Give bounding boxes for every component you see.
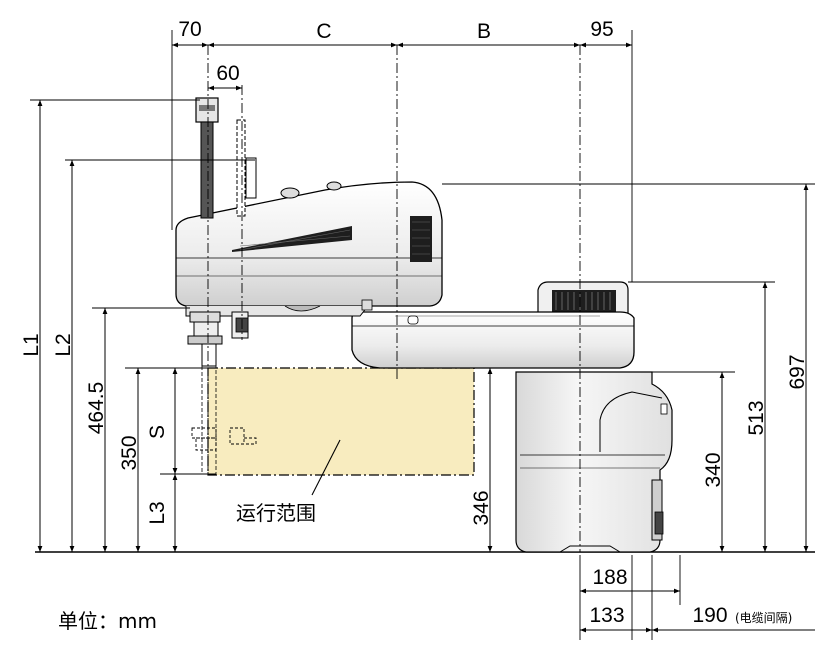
unit-label: 单位：mm	[58, 609, 157, 633]
extension-lines	[30, 30, 815, 640]
cable-clearance-note: (电缆间隔)	[735, 611, 792, 625]
first-arm	[351, 311, 635, 369]
dim-697: 697	[786, 354, 809, 389]
dim-340: 340	[702, 452, 725, 487]
dim-l2: L2	[52, 333, 75, 356]
dim-l1: L1	[20, 333, 43, 356]
dim-188: 188	[592, 566, 627, 589]
j1-motor-cover	[537, 281, 629, 315]
dim-464-5: 464.5	[85, 382, 108, 435]
dim-l3: L3	[146, 501, 169, 524]
operating-range-area	[207, 367, 475, 476]
ball-screw-spline	[187, 97, 257, 475]
dim-s: S	[146, 425, 169, 439]
dimension-lines	[37, 42, 815, 633]
dim-513: 513	[745, 400, 768, 435]
dim-60: 60	[216, 62, 239, 85]
centerlines	[207, 45, 581, 552]
dim-350: 350	[118, 435, 141, 470]
dim-133: 133	[589, 604, 624, 627]
dim-346: 346	[470, 490, 493, 525]
dim-70: 70	[178, 18, 201, 41]
second-arm	[175, 181, 443, 317]
dim-95: 95	[590, 18, 613, 41]
dim-190: 190	[692, 604, 727, 627]
robot-base	[515, 371, 673, 553]
dim-b: B	[477, 20, 491, 43]
operating-range-label: 运行范围	[236, 501, 316, 525]
dim-c: C	[316, 20, 331, 43]
